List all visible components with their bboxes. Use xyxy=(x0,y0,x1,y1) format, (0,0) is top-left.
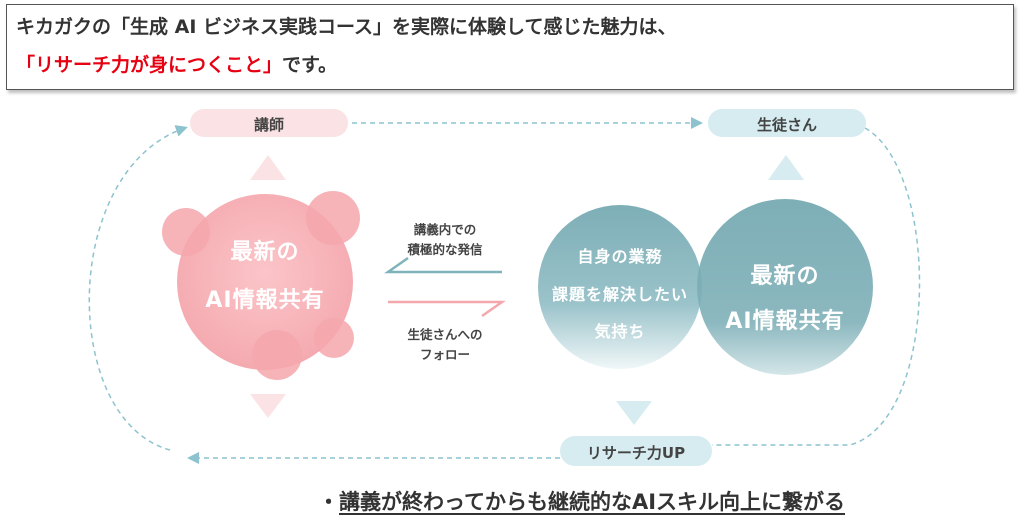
arrow-to-student xyxy=(388,300,506,318)
teal-right-line1: 最新の xyxy=(750,264,820,289)
teal-left-line2: 課題を解決したい xyxy=(551,285,688,304)
arrow-top-line1: 講義内での xyxy=(413,222,477,237)
triangle-up-teal xyxy=(768,155,804,180)
left-circle-line2: AI情報共有 xyxy=(205,288,325,313)
arrow-bottom-line2: フォロー xyxy=(419,347,470,362)
header-line-2: 「リサーチ力が身につくこと」です。 xyxy=(16,50,337,77)
triangle-down-teal xyxy=(616,401,652,425)
footer-bullet: ・ xyxy=(318,490,339,514)
teal-left-line3: 気持ち xyxy=(594,322,646,341)
loop-left-dash xyxy=(88,125,188,451)
header-highlight: 「リサーチ力が身につくこと」 xyxy=(16,54,283,76)
student-pill xyxy=(708,109,866,137)
arrow-top-line2: 積極的な発信 xyxy=(407,242,483,257)
header-box xyxy=(6,4,1014,90)
teal-right-line2: AI情報共有 xyxy=(725,309,845,334)
footer-caption: ・講義が終わってからも継続的なAIスキル向上に繋がる xyxy=(318,486,845,516)
pink-bubble-b xyxy=(252,330,302,380)
research-pill xyxy=(560,436,712,466)
arrow-to-teacher xyxy=(384,256,502,274)
triangle-up-pink xyxy=(250,155,286,180)
teal-left-circle xyxy=(538,205,702,369)
student-label: 生徒さん xyxy=(756,116,817,134)
pink-main-circle xyxy=(177,194,353,370)
pink-bubble-tr xyxy=(306,191,360,245)
pink-bubble-tl xyxy=(162,208,210,256)
teacher-pill xyxy=(190,109,348,137)
research-label: リサーチ力UP xyxy=(586,444,686,462)
header-line-1: キカガクの「生成 AI ビジネス実践コース」を実際に体験して感じた魅力は、 xyxy=(16,16,677,38)
teal-right-circle xyxy=(697,199,873,375)
footer-text: 講義が終わってからも継続的なAIスキル向上に繋がる xyxy=(339,490,846,514)
teal-left-line1: 自身の業務 xyxy=(577,247,663,266)
arrow-bottom-label: 生徒さんへの フォロー xyxy=(385,325,505,365)
triangle-down-pink xyxy=(250,394,286,418)
teacher-label: 講師 xyxy=(253,116,284,134)
loop-right-dash xyxy=(712,127,921,446)
arrow-top-label: 講義内での 積極的な発信 xyxy=(385,220,505,260)
left-circle-line1: 最新の xyxy=(230,240,300,265)
arrow-bottom-line1: 生徒さんへの xyxy=(407,327,483,342)
header-suffix: です。 xyxy=(282,54,338,76)
pink-bubble-br xyxy=(314,318,354,358)
